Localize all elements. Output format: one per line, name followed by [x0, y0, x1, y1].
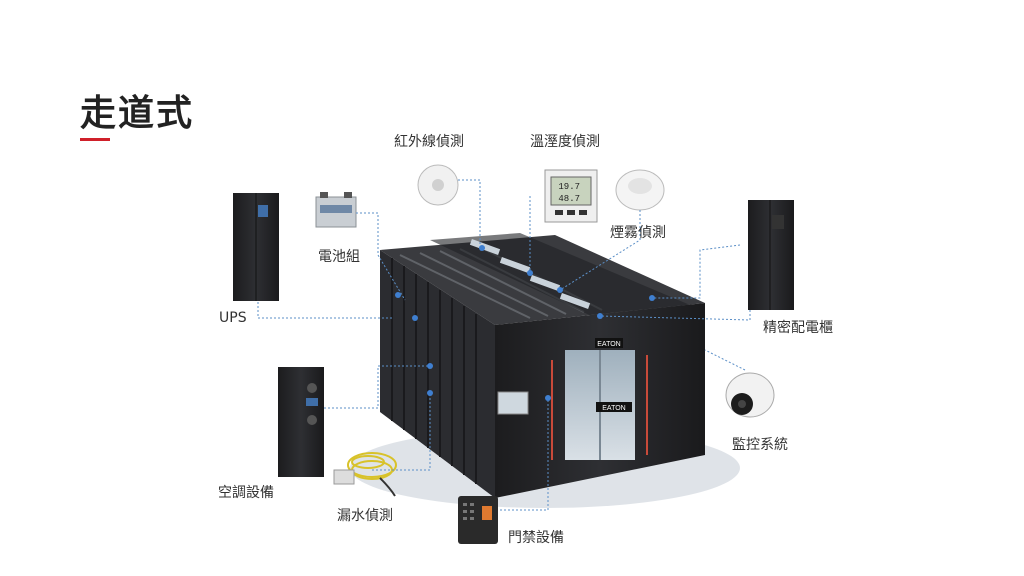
label-access-control: 門禁設備 — [508, 530, 564, 546]
label-ups: UPS — [219, 310, 247, 326]
smoke-detector — [615, 169, 665, 211]
battery-pack — [315, 192, 357, 228]
connector-dots — [395, 245, 655, 401]
label-ir-detection: 紅外線偵測 — [394, 134, 464, 150]
label-water-leak: 漏水偵測 — [337, 508, 393, 524]
brand-logo-top: EATON — [597, 341, 620, 348]
water-leak-module — [333, 469, 355, 485]
ir-sensor — [417, 164, 459, 206]
distribution-cabinet — [748, 200, 794, 310]
label-smoke-detection: 煙霧偵測 — [610, 225, 666, 241]
label-distribution-cabinet: 精密配電櫃 — [763, 320, 833, 336]
connector-lines — [257, 179, 751, 511]
label-cctv: 監控系統 — [732, 437, 788, 453]
label-temp-humidity: 溫溼度偵測 — [530, 134, 600, 150]
page-title: 走道式 — [80, 93, 195, 134]
air-conditioner — [278, 367, 324, 477]
ups-cabinet — [233, 193, 279, 301]
cctv-camera — [725, 372, 775, 418]
humidity-reading: 48.7 — [558, 194, 580, 204]
title-underline — [80, 138, 110, 141]
access-control-panel — [458, 496, 498, 544]
temp-humidity-sensor: 19.7 48.7 — [544, 169, 598, 223]
label-battery: 電池組 — [318, 249, 360, 265]
label-air-conditioner: 空調設備 — [218, 485, 274, 501]
temp-reading: 19.7 — [558, 182, 580, 192]
brand-logo-door: EATON — [602, 405, 625, 412]
